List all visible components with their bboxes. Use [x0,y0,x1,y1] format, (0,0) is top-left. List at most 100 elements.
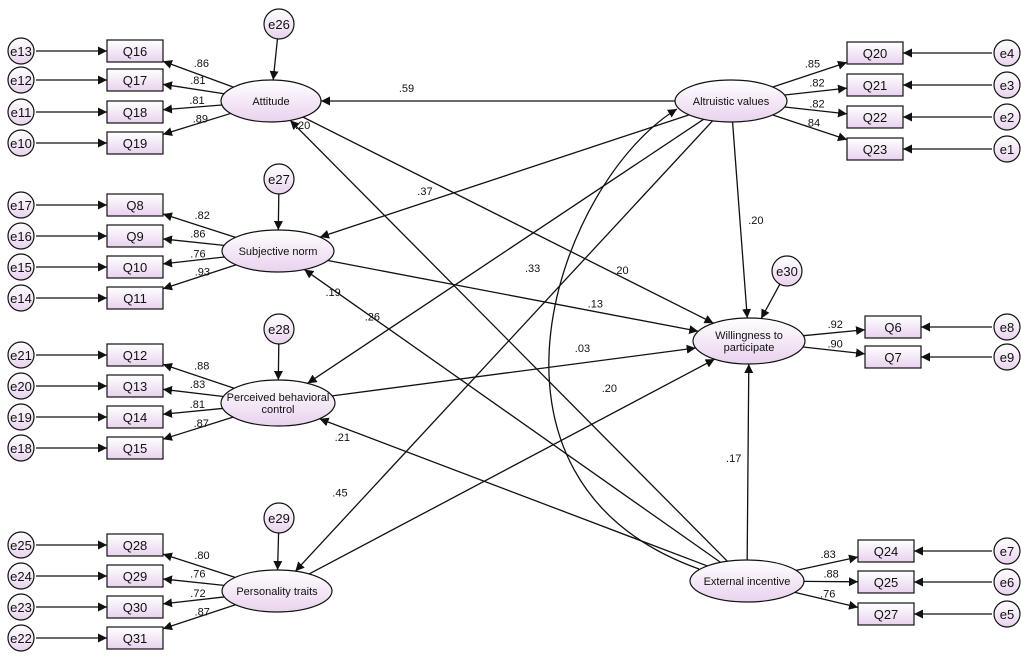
loading-label-q13: .83 [190,379,205,391]
residual-label-e29: e29 [268,511,290,526]
error-label-e10: e10 [10,136,32,151]
loading-label-q30: .72 [190,588,205,600]
coef-path-altruistic-values-to-attitude: .59 [399,83,414,95]
latent-external-incentive [689,559,805,603]
latent-label-attitude: Attitude [252,96,289,108]
coef-path-external-incentive-to-altruistic-values: .33 [525,263,540,275]
indicator-box-q17 [106,68,164,92]
residual-circle-e30 [771,255,803,287]
loading-label-q17: .81 [190,75,205,87]
loading-arrow-q10 [162,256,225,268]
indicator-label-q31: Q31 [123,631,148,646]
indicator-label-q10: Q10 [123,260,148,275]
loading-label-q10: .76 [190,248,205,260]
error-circle-e23 [7,593,35,621]
error-label-e8: e8 [1000,320,1014,335]
path-altruistic-values-to-personality-traits [294,120,714,572]
indicator-label-q18: Q18 [123,105,148,120]
indicator-label-q25: Q25 [874,575,899,590]
error-circle-e21 [7,341,35,369]
indicator-label-q19: Q19 [123,136,148,151]
error-circle-e5 [993,600,1021,628]
error-label-e20: e20 [10,379,32,394]
path-altruistic-values-to-perceived-behavioral-control [307,118,704,384]
error-label-e4: e4 [1000,46,1014,61]
indicator-box-q29 [106,564,164,588]
indicator-box-q22 [846,105,904,129]
coef-path-altruistic-values-to-subjective-norm: .37 [417,186,432,198]
residual-circle-e28 [263,313,295,345]
loading-arrow-q30 [162,596,225,608]
latent-label-subjective-norm: Subjective norm [239,246,318,258]
coef-path-external-incentive-to-attitude: .20 [295,120,310,132]
indicator-box-q23 [846,137,904,161]
error-label-e11: e11 [11,105,32,120]
indicator-box-q14 [106,405,164,429]
error-circle-e7 [993,537,1021,565]
indicator-box-q31 [106,626,164,650]
error-circle-e25 [7,531,35,559]
error-label-e16: e16 [10,229,32,244]
indicator-box-q16 [106,39,164,63]
error-label-e12: e12 [10,73,32,88]
loading-label-q23: .84 [805,117,820,129]
loading-arrow-q21 [784,84,848,96]
error-label-e25: e25 [10,538,32,553]
error-circle-e20 [7,372,35,400]
error-label-e19: e19 [10,410,32,425]
loading-label-q29: .76 [190,568,205,580]
latent-personality-traits [221,569,333,613]
error-circle-e17 [7,191,35,219]
indicator-box-q12 [106,343,164,367]
loading-label-q24: .83 [821,549,836,561]
indicator-label-q16: Q16 [123,44,148,59]
error-circle-e3 [993,71,1021,99]
residual-label-e27: e27 [268,172,290,187]
latent-label-perceived-behavioral-control: control [261,404,294,416]
loading-label-q28: .80 [194,550,209,562]
loading-arrow-q8 [162,212,236,238]
indicator-label-q12: Q12 [123,348,148,363]
loading-label-q16: .86 [194,58,209,70]
path-altruistic-values-to-willingness [731,121,752,319]
loading-arrow-q14 [162,407,223,418]
path-altruistic-values-to-subjective-norm [319,114,690,239]
loading-arrow-q20 [772,60,848,88]
coef-path-personality-traits-to-willingness: .20 [602,383,617,395]
coef-path-altruistic-values-to-personality-traits: .45 [332,488,347,500]
path-perceived-behavioral-control-to-willingness [332,344,696,397]
coef-path-attitude-to-willingness: .20 [613,265,628,277]
error-label-e17: e17 [10,198,32,213]
indicator-box-q28 [106,533,164,557]
error-label-e21: e21 [10,348,32,363]
error-circle-e9 [993,343,1021,371]
residual-label-e28: e28 [268,322,290,337]
loading-arrow-q11 [162,264,237,291]
error-label-e22: e22 [10,631,32,646]
loading-arrow-q28 [162,552,236,579]
error-label-e6: e6 [1000,575,1014,590]
loading-arrow-q13 [162,385,224,398]
coef-path-perceived-behavioral-control-to-willingness: .03 [575,343,590,355]
error-circle-e8 [993,313,1021,341]
coef-path-subjective-norm-to-willingness: .13 [588,299,603,311]
coef-path-external-incentive-to-perceived-behavioral-control: .21 [335,432,350,444]
loading-arrow-q6 [803,326,866,337]
error-label-e13: e13 [10,44,32,59]
error-label-e24: e24 [10,569,32,584]
loading-label-q21: .82 [809,78,824,90]
indicator-label-q22: Q22 [863,110,888,125]
loading-arrow-q22 [784,106,848,118]
indicator-label-q20: Q20 [863,46,888,61]
latent-subjective-norm [221,229,335,273]
indicator-box-q27 [857,602,915,626]
error-circle-e19 [7,403,35,431]
error-circle-e14 [7,284,35,312]
error-label-e23: e23 [10,600,32,615]
error-label-e3: e3 [1000,78,1014,93]
latent-altruistic-values [674,79,788,123]
indicator-box-q8 [106,193,164,217]
loading-label-q11: .93 [195,267,210,279]
indicator-box-q19 [106,131,164,155]
